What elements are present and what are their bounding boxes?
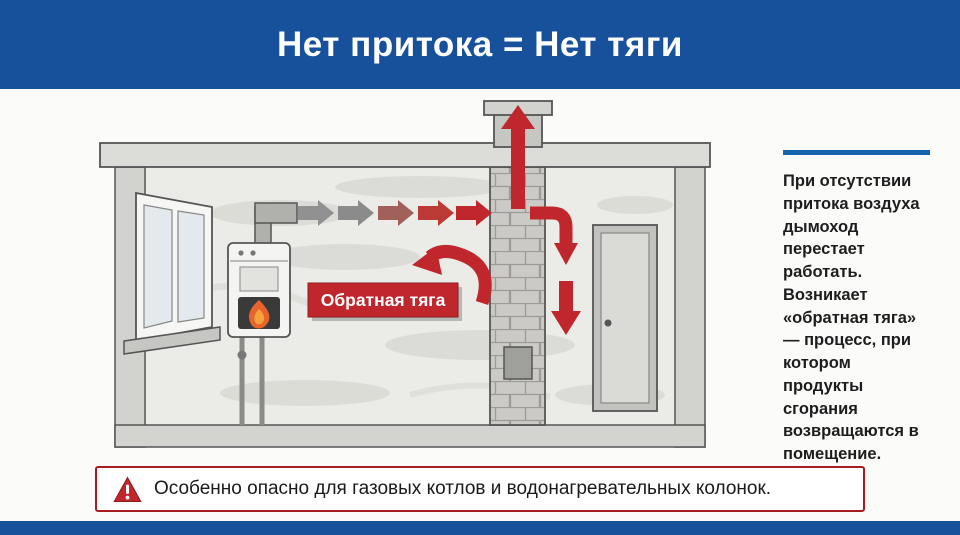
window: [123, 191, 221, 355]
downdraft-arrows: [530, 206, 581, 335]
chimney-cleanout-door: [503, 346, 533, 380]
warning-triangle-icon: [113, 475, 142, 502]
updraft-arrow: [501, 105, 535, 209]
info-panel: При отсутствии притока воздуха дымоход п…: [783, 150, 933, 466]
reverse-draft-callout: Обратная тяга: [307, 282, 462, 321]
reverse-draft-arrow: [412, 245, 492, 306]
blue-rule: [783, 150, 930, 155]
window-sill: [123, 326, 221, 355]
warning-text: Особенно опасно для газовых котлов и вод…: [154, 478, 772, 499]
bottom-accent-strip: [0, 521, 960, 535]
gas-boiler: [227, 202, 298, 425]
page-title: Нет притока = Нет тяги: [277, 24, 683, 64]
flue-duct: [254, 202, 298, 224]
roof: [99, 142, 711, 168]
door: [592, 224, 658, 412]
warning-bar: Особенно опасно для газовых котлов и вод…: [95, 466, 865, 512]
title-banner: Нет притока = Нет тяги: [0, 0, 960, 89]
info-text: При отсутствии притока воздуха дымоход п…: [783, 172, 920, 464]
house-cutaway-diagram: Обратная тяга: [99, 100, 711, 448]
door-handle: [604, 319, 612, 327]
reverse-draft-label: Обратная тяга: [321, 290, 446, 310]
